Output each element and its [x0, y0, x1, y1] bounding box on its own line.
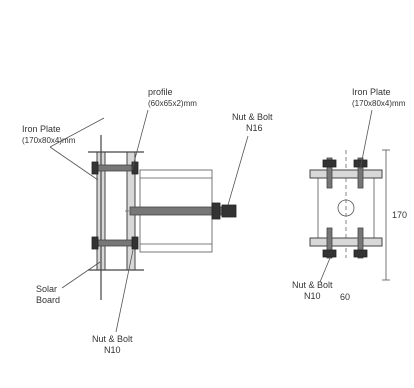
- plate-bolt-bottom: [91, 236, 139, 250]
- end-bottom-bolts: [322, 227, 368, 259]
- nut-bolt-bottom-size: N10: [104, 345, 121, 355]
- label-iron-plate-side: Iron Plate (170x80x4)mm: [22, 117, 105, 181]
- iron-plate-side-size: (170x80x4)mm: [22, 136, 76, 145]
- plate-bolt-top: [91, 161, 139, 175]
- dimension-170: 170: [392, 210, 407, 220]
- nut-bolt-top-name: Nut & Bolt: [232, 112, 273, 122]
- nut-bolt-top-size: N16: [246, 123, 263, 133]
- end-bottom-plate: [309, 237, 383, 247]
- label-solar-board: Solar Board: [36, 261, 101, 305]
- end-top-bolts: [322, 157, 368, 189]
- nut-bolt-end-name: Nut & Bolt: [292, 280, 333, 290]
- end-top-plate: [309, 169, 383, 179]
- label-nut-bolt-top: Nut & Bolt N16: [227, 112, 273, 206]
- nut-bolt-bottom-name: Nut & Bolt: [92, 334, 133, 344]
- label-iron-plate-end: Iron Plate (170x80x4)mm: [352, 87, 406, 171]
- profile-size: (60x65x2)mm: [148, 99, 197, 108]
- label-profile: profile (60x65x2)mm: [131, 87, 197, 171]
- solar-board-name-2: Board: [36, 295, 60, 305]
- dimension-60: 60: [340, 292, 350, 302]
- profile-name: profile: [148, 87, 173, 97]
- side-view: [88, 135, 237, 300]
- end-view: [309, 149, 390, 281]
- nut-bolt-end-size: N10: [304, 291, 321, 301]
- iron-plate-end-size: (170x80x4)mm: [352, 99, 406, 108]
- solar-board-name: Solar: [36, 284, 57, 294]
- iron-plate-end-name: Iron Plate: [352, 87, 391, 97]
- label-nut-bolt-end: Nut & Bolt N10: [292, 257, 333, 301]
- label-nut-bolt-bottom: Nut & Bolt N10: [92, 249, 134, 355]
- n16-bolt: [129, 202, 237, 220]
- iron-plate-side-name: Iron Plate: [22, 124, 61, 134]
